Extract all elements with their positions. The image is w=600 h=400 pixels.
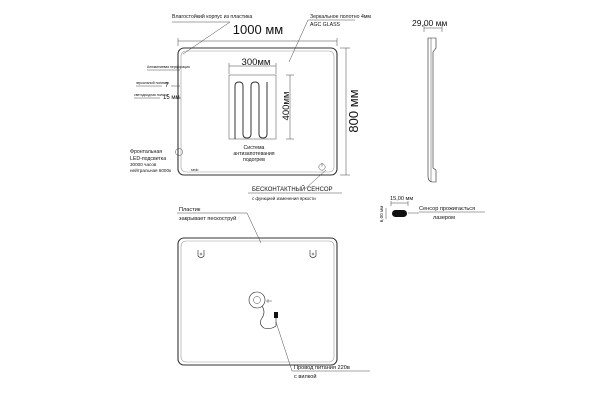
heater-caption-line3: подогрев [243, 157, 265, 163]
power-cable [260, 305, 277, 329]
plastic-label-line2: закрывает пескоструй [179, 215, 236, 222]
mirror-front-inner-edge [180, 50, 335, 173]
laser-sensor-pad [392, 210, 407, 217]
heating-element [234, 81, 268, 139]
power-plug [274, 312, 278, 318]
mirror-side-profile [427, 37, 437, 183]
led-strip-label: светодиодная полоса [134, 93, 168, 97]
sensor-laser-label-line1: Сенсор прожигається [419, 206, 475, 212]
touch-sensor-label: БЕСКОНТАКТНЫЙ СЕНСОР [252, 185, 333, 193]
led-label-line3: 30000 часов [130, 162, 157, 167]
front-width-dimension: 1000 мм [233, 22, 283, 37]
led-label-line1: Фронтальная [130, 149, 162, 155]
heater-height-dimension: 400мм [281, 92, 292, 121]
heater-width-dimension: 300мм [242, 57, 271, 68]
touch-sensor-sublabel: с функцией изменения яркости [252, 196, 316, 201]
margin-15-label: 15 мм [163, 95, 180, 101]
led-label-line2: LED-подсветка [130, 156, 166, 162]
margin-7-label: 7 [165, 83, 169, 89]
front-height-dimension: 800 мм [346, 89, 361, 132]
glass-label-line1: Зеркальное полотно 4мм [310, 14, 371, 20]
sensor-laser-label-line2: лазером [433, 215, 455, 221]
heater-caption-line2: антизапотевания [233, 151, 274, 157]
aluminium-perforation-label: Алюминиевая перфорация [147, 65, 190, 69]
back-view: Пластик закрывает пескоструй Провод пита… [177, 207, 370, 380]
brand-logo: sedo [191, 168, 198, 172]
hanger-hook-right [309, 250, 317, 258]
front-view: 1000 мм 800 мм Влагостойкий корпус из пл… [130, 13, 371, 201]
glass-label-line2: AGC GLASS [310, 22, 341, 28]
led-label-line4: нейтральная 6000к [130, 167, 172, 173]
mirror-back-inner-edge [180, 240, 335, 363]
hanger-hook-left [197, 250, 205, 258]
side-view: 29,00 мм [412, 18, 447, 183]
led-callout-marker [175, 148, 183, 156]
mirror-front-outline [177, 47, 338, 176]
heating-pad-area [228, 74, 277, 140]
plastic-label-line1: Пластик [179, 207, 201, 213]
power-cable-label-line2: с вилкой [294, 373, 316, 380]
thickness-dimension: 29,00 мм [412, 18, 447, 28]
heater-caption-line1: Система [244, 145, 265, 151]
power-connector-ring [248, 291, 266, 309]
sensor-height-dimension: 6,00 мм [379, 206, 384, 223]
power-cable-label-line1: Провод питания 220в [294, 365, 350, 371]
sensor-width-dimension: 15,00 мм [390, 196, 413, 202]
mirror-polymer-label: зеркальный полимер [136, 81, 169, 85]
power-connector-inner [253, 296, 261, 304]
sensor-detail: 15,00 мм 6,00 мм Сенсор прожигається лаз… [379, 196, 485, 222]
mirror-back-outline [177, 237, 338, 366]
frame-material-label: Влагостойкий корпус из пластика [172, 13, 252, 20]
